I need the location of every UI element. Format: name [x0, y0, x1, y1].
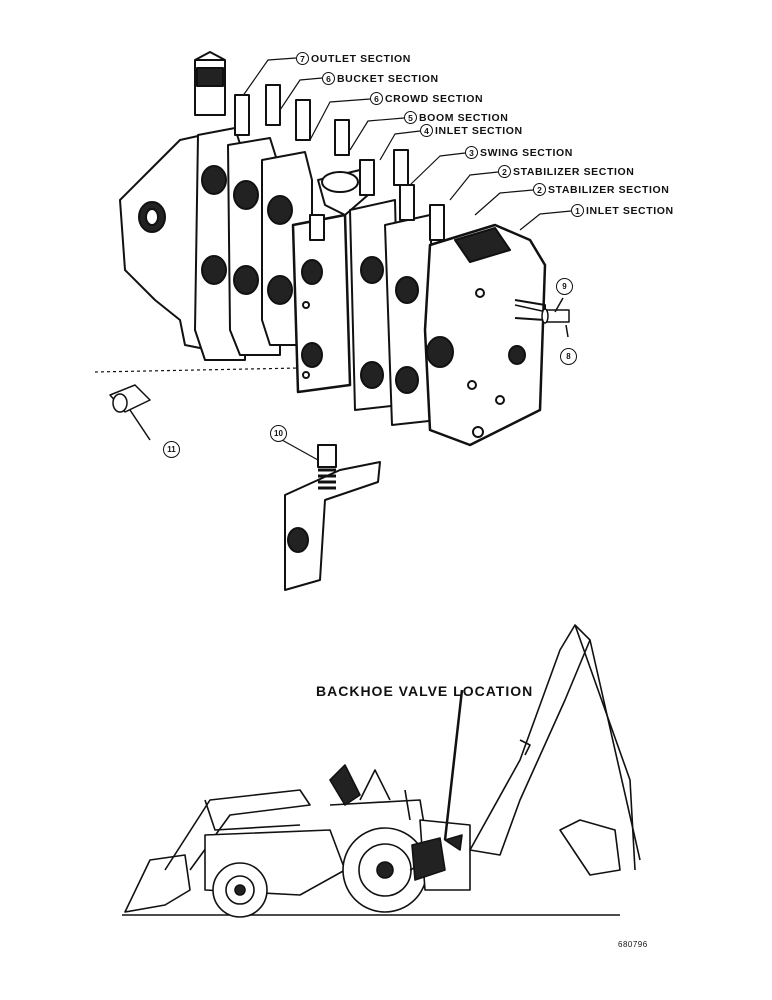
valve-sections: [194, 127, 547, 447]
label-stabilizer-section-b: 2 STABILIZER SECTION: [533, 183, 669, 196]
spool-caps: [234, 84, 445, 241]
label-number: 3: [465, 146, 478, 159]
label-inlet-section-4: 4 INLET SECTION: [420, 124, 523, 137]
label-text: STABILIZER SECTION: [548, 183, 670, 196]
label-text: INLET SECTION: [435, 124, 523, 137]
label-text: SWING SECTION: [480, 146, 573, 159]
label-text: CROWD SECTION: [385, 92, 484, 105]
leader-lines: [94, 57, 572, 373]
label-number: 1: [571, 204, 584, 217]
label-outlet-section: 7 OUTLET SECTION: [296, 52, 411, 65]
label-text: OUTLET SECTION: [311, 52, 411, 65]
label-text: INLET SECTION: [586, 204, 674, 217]
callout-11: 11: [163, 441, 180, 458]
label-bucket-section: 6 BUCKET SECTION: [322, 72, 439, 85]
callout-10: 10: [270, 425, 287, 442]
label-text: BUCKET SECTION: [337, 72, 439, 85]
label-number: 6: [322, 72, 335, 85]
callout-9: 9: [556, 278, 573, 295]
label-text: BOOM SECTION: [419, 111, 509, 124]
backhoe-valve-location-title: BACKHOE VALVE LOCATION: [316, 683, 534, 699]
document-number: 680796: [618, 940, 648, 949]
spool-detail: [281, 439, 381, 591]
fitting-part: [109, 384, 151, 441]
label-stabilizer-section-a: 2 STABILIZER SECTION: [498, 165, 634, 178]
callout-8: 8: [560, 348, 577, 365]
label-number: 6: [370, 92, 383, 105]
label-crowd-section: 6 CROWD SECTION: [370, 92, 483, 105]
backhoe-tractor: [122, 624, 641, 918]
label-inlet-section-1: 1 INLET SECTION: [571, 204, 674, 217]
label-number: 5: [404, 111, 417, 124]
label-number: 2: [533, 183, 546, 196]
label-number: 7: [296, 52, 309, 65]
label-number: 4: [420, 124, 433, 137]
bolt-part: [514, 297, 570, 338]
label-swing-section: 3 SWING SECTION: [465, 146, 573, 159]
label-number: 2: [498, 165, 511, 178]
label-text: STABILIZER SECTION: [513, 165, 635, 178]
label-boom-section: 5 BOOM SECTION: [404, 111, 508, 124]
